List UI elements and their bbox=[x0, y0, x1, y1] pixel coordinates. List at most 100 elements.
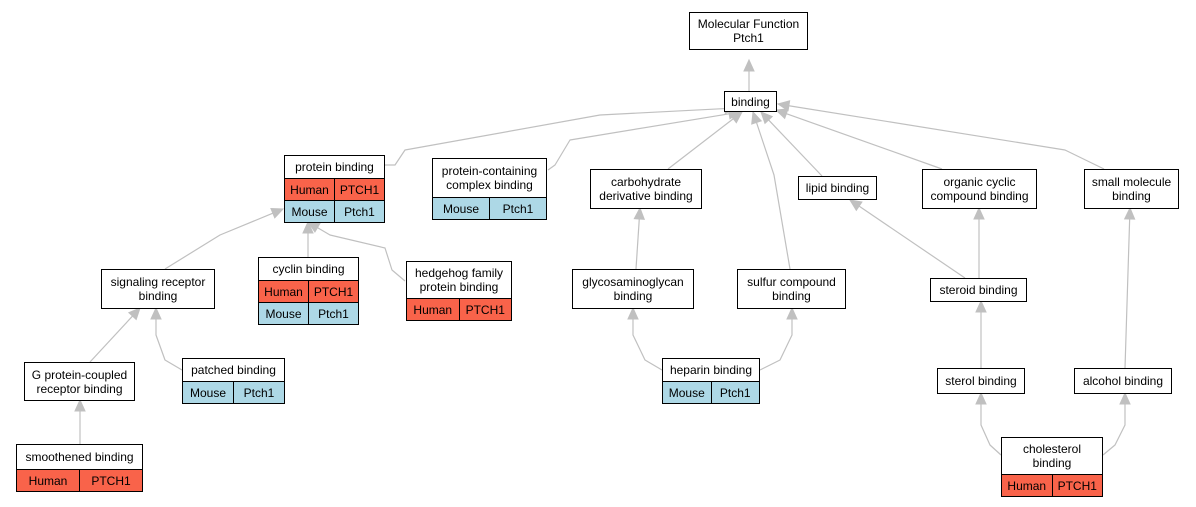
species-cell: Human bbox=[290, 182, 329, 197]
species-cell: Mouse bbox=[442, 201, 480, 216]
node-steroid-binding[interactable]: steroid binding bbox=[930, 278, 1027, 302]
arrowhead-icon bbox=[774, 108, 789, 120]
node-sterol-binding[interactable]: sterol binding bbox=[937, 368, 1025, 394]
node-sulfur-compound-binding[interactable]: sulfur compound binding bbox=[737, 269, 846, 309]
species-cell: Human bbox=[1007, 478, 1047, 493]
node-label: G protein-coupled receptor binding bbox=[31, 367, 128, 396]
arrowhead-icon bbox=[729, 111, 743, 124]
node-g-protein-coupled-receptor-binding[interactable]: G protein-coupled receptor binding bbox=[24, 362, 135, 401]
edge-sulfur-compound-binding-to-binding bbox=[751, 110, 791, 270]
edge-cholesterol-binding-to-sterol-binding bbox=[975, 391, 1002, 456]
edge-line bbox=[788, 105, 1105, 170]
arrowhead-icon bbox=[786, 306, 798, 320]
species-cell: Mouse bbox=[265, 306, 302, 321]
gene-cell: PTCH1 bbox=[458, 299, 512, 320]
node-label: alcohol binding bbox=[1082, 374, 1164, 388]
arrowhead-icon bbox=[74, 398, 86, 412]
annotation-row-mouse: Mouse Ptch1 bbox=[663, 381, 759, 403]
node-alcohol-binding[interactable]: alcohol binding bbox=[1074, 368, 1172, 394]
node-label: cholesterol binding bbox=[1022, 442, 1082, 470]
node-label: organic cyclic compound binding bbox=[930, 175, 1029, 203]
arrowhead-icon bbox=[776, 100, 791, 112]
arrowhead-icon bbox=[150, 306, 162, 320]
edge-line bbox=[768, 119, 823, 177]
node-label: protein-containing complex binding bbox=[441, 164, 538, 192]
node-label: sterol binding bbox=[945, 374, 1017, 388]
node-label: sulfur compound binding bbox=[747, 275, 836, 303]
edge-line bbox=[317, 227, 406, 282]
node-lipid-binding[interactable]: lipid binding bbox=[798, 176, 877, 200]
edge-binding-to-molecular-function bbox=[743, 58, 755, 91]
arrowhead-icon bbox=[975, 391, 987, 405]
arrowhead-icon bbox=[1123, 206, 1136, 220]
edge-line bbox=[632, 319, 663, 371]
edge-signaling-receptor-binding-to-protein-binding bbox=[164, 208, 285, 270]
arrowhead-icon bbox=[975, 299, 987, 313]
species-cell: Mouse bbox=[668, 385, 705, 400]
species-cell: Mouse bbox=[291, 204, 328, 219]
node-glycosaminoglycan-binding[interactable]: glycosaminoglycan binding bbox=[572, 269, 694, 309]
arrowhead-icon bbox=[302, 220, 314, 234]
edge-steroid-binding-to-lipid-binding bbox=[849, 199, 966, 279]
node-label: Molecular Function Ptch1 bbox=[697, 17, 800, 45]
edge-cholesterol-binding-to-alcohol-binding bbox=[1102, 391, 1131, 456]
node-label: signaling receptor binding bbox=[110, 275, 206, 303]
edge-glycosaminoglycan-binding-to-carbohydrate-derivative-binding bbox=[633, 206, 646, 270]
arrowhead-icon bbox=[1119, 391, 1131, 405]
edge-smoothened-binding-to-g-protein-coupled-receptor-binding bbox=[74, 398, 86, 444]
edge-carbohydrate-derivative-binding-to-binding bbox=[667, 111, 743, 170]
edge-heparin-binding-to-glycosaminoglycan-binding bbox=[627, 306, 663, 371]
node-molecular-function[interactable]: Molecular Function Ptch1 bbox=[689, 12, 808, 50]
node-label: glycosaminoglycan binding bbox=[582, 275, 684, 303]
arrowhead-icon bbox=[627, 306, 639, 320]
species-cell: Human bbox=[28, 473, 68, 488]
arrowhead-icon bbox=[849, 199, 863, 212]
annotation-row-mouse: Mouse Ptch1 bbox=[183, 381, 284, 403]
arrowhead-icon bbox=[127, 307, 141, 321]
gene-cell: Ptch1 bbox=[233, 382, 284, 403]
edge-patched-binding-to-signaling-receptor-binding bbox=[150, 306, 183, 371]
edge-organic-cyclic-compound-binding-to-binding bbox=[774, 108, 943, 170]
edge-heparin-binding-to-sulfur-compound-binding bbox=[759, 306, 798, 371]
edge-line bbox=[164, 212, 274, 270]
gene-cell: Ptch1 bbox=[308, 303, 358, 324]
node-label: small molecule binding bbox=[1091, 175, 1172, 203]
gene-cell: Ptch1 bbox=[489, 198, 546, 219]
gene-cell: PTCH1 bbox=[308, 281, 358, 302]
arrowhead-icon bbox=[270, 208, 285, 219]
node-small-molecule-binding[interactable]: small molecule binding bbox=[1084, 169, 1179, 209]
edge-line bbox=[759, 319, 793, 371]
node-signaling-receptor-binding[interactable]: signaling receptor binding bbox=[101, 269, 215, 309]
gene-cell: PTCH1 bbox=[79, 470, 142, 491]
node-organic-cyclic-compound-binding[interactable]: organic cyclic compound binding bbox=[922, 169, 1037, 209]
arrowhead-icon bbox=[743, 58, 755, 72]
edge-line bbox=[786, 113, 943, 170]
annotation-row-mouse: Mouse Ptch1 bbox=[259, 302, 358, 324]
node-label: carbohydrate derivative binding bbox=[599, 175, 693, 203]
species-cell: Mouse bbox=[189, 385, 227, 400]
node-binding[interactable]: binding bbox=[724, 91, 777, 112]
annotation-row-human: Human PTCH1 bbox=[17, 469, 142, 491]
edge-line bbox=[385, 107, 726, 166]
node-label: smoothened binding bbox=[25, 450, 134, 464]
node-carbohydrate-derivative-binding[interactable]: carbohydrate derivative binding bbox=[590, 169, 702, 209]
gene-cell: Ptch1 bbox=[334, 201, 384, 222]
edge-line bbox=[635, 218, 640, 270]
gene-cell: Ptch1 bbox=[710, 382, 760, 403]
edge-line bbox=[667, 118, 734, 170]
node-label: protein binding bbox=[295, 160, 374, 174]
gene-cell: PTCH1 bbox=[334, 179, 384, 200]
node-label: steroid binding bbox=[939, 283, 1018, 297]
